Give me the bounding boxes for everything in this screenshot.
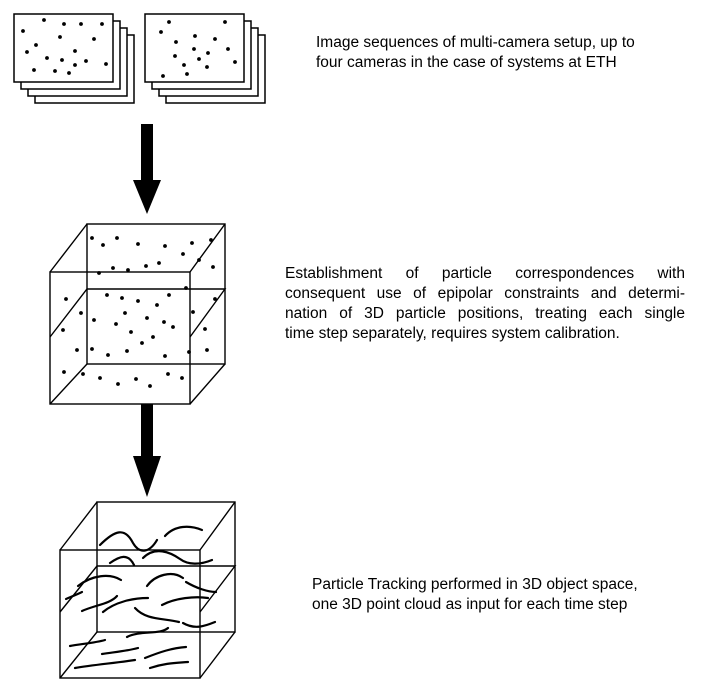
- particle-dot: [166, 372, 170, 376]
- particle-dot: [180, 376, 184, 380]
- trajectory: [80, 594, 119, 613]
- trajectory: [100, 646, 140, 656]
- particle-dot: [125, 349, 129, 353]
- particle-dot: [75, 348, 79, 352]
- particle-dot: [151, 335, 155, 339]
- particle-dot: [126, 268, 130, 272]
- caption-line: Particle Tracking performed in 3D object…: [312, 576, 638, 593]
- particle-dot: [148, 384, 152, 388]
- trajectory-cube-icon: [59, 501, 237, 679]
- image-stack-icon: [144, 13, 266, 104]
- particle-dot: [187, 350, 191, 354]
- particle-dot: [140, 341, 144, 345]
- trajectory: [125, 626, 170, 639]
- trajectory: [160, 596, 210, 607]
- particle-dot: [162, 320, 166, 324]
- particle-dot: [163, 244, 167, 248]
- particle-dot: [90, 236, 94, 240]
- particle-dot: [181, 252, 185, 256]
- caption-line: time step separately, requires system ca…: [285, 325, 620, 342]
- trajectory: [133, 606, 181, 624]
- particle-dot: [205, 348, 209, 352]
- stage-1-caption: Image sequences of multi-camera setup, u…: [316, 33, 686, 73]
- particle-dot: [92, 318, 96, 322]
- trajectory: [141, 550, 214, 565]
- particle-dot: [190, 241, 194, 245]
- trajectory: [101, 596, 150, 614]
- particle-trajectories: [64, 525, 218, 670]
- particle-cube-icon: [49, 223, 227, 405]
- stage-2-caption: Establishment of particle correspondence…: [285, 264, 685, 344]
- particle-dot: [136, 242, 140, 246]
- particle-dot: [61, 328, 65, 332]
- trajectory: [73, 658, 137, 670]
- caption-line: four cameras in the case of systems at E…: [316, 54, 617, 71]
- particle-dot: [184, 286, 188, 290]
- trajectory: [64, 590, 84, 601]
- particle-dot: [171, 325, 175, 329]
- particle-dot: [191, 310, 195, 314]
- particle-dot: [163, 354, 167, 358]
- caption-line: consequent use of epipolar constraints a…: [285, 285, 685, 302]
- particle-dot: [111, 266, 115, 270]
- trajectory: [98, 531, 159, 552]
- particle-dot: [97, 271, 101, 275]
- particle-dot: [134, 377, 138, 381]
- down-arrow-icon: [133, 124, 161, 214]
- particle-dot: [123, 311, 127, 315]
- trajectory: [76, 574, 123, 588]
- particle-dot: [90, 347, 94, 351]
- particle-dot: [81, 372, 85, 376]
- particle-dot: [101, 243, 105, 247]
- trajectory: [163, 525, 204, 538]
- image-stack-icon: [13, 13, 135, 104]
- stage-3-caption: Particle Tracking performed in 3D object…: [312, 575, 692, 615]
- particle-dot: [79, 311, 83, 315]
- caption-line: Image sequences of multi-camera setup, u…: [316, 34, 635, 51]
- particle-dot: [197, 258, 201, 262]
- particle-dot: [98, 376, 102, 380]
- particle-dot: [145, 316, 149, 320]
- particle-dot: [203, 327, 207, 331]
- particle-dot: [144, 264, 148, 268]
- particle-dot: [211, 265, 215, 269]
- particle-dot: [62, 370, 66, 374]
- particle-dot: [115, 236, 119, 240]
- particle-dot: [116, 382, 120, 386]
- particle-dot: [167, 293, 171, 297]
- particle-dot: [136, 299, 140, 303]
- particle-dot: [209, 238, 213, 242]
- trajectory: [181, 620, 217, 628]
- trajectory: [143, 645, 188, 660]
- trajectory: [184, 580, 218, 594]
- trajectory: [145, 573, 185, 588]
- particle-dot: [64, 297, 68, 301]
- particle-dot: [114, 322, 118, 326]
- down-arrow-icon: [133, 404, 161, 497]
- caption-line: nation of 3D particle positions, treatin…: [285, 305, 685, 322]
- particle-dot: [105, 293, 109, 297]
- particle-dot: [155, 303, 159, 307]
- particle-dot: [129, 330, 133, 334]
- particle-points: [61, 236, 217, 388]
- particle-dot: [213, 297, 217, 301]
- particle-dot: [157, 261, 161, 265]
- trajectory: [148, 660, 190, 670]
- particle-dot: [106, 353, 110, 357]
- particle-dot: [120, 296, 124, 300]
- trajectory: [68, 638, 107, 648]
- caption-line: one 3D point cloud as input for each tim…: [312, 596, 628, 613]
- caption-line: Establishment of particle correspondence…: [285, 265, 685, 282]
- trajectory: [108, 555, 136, 567]
